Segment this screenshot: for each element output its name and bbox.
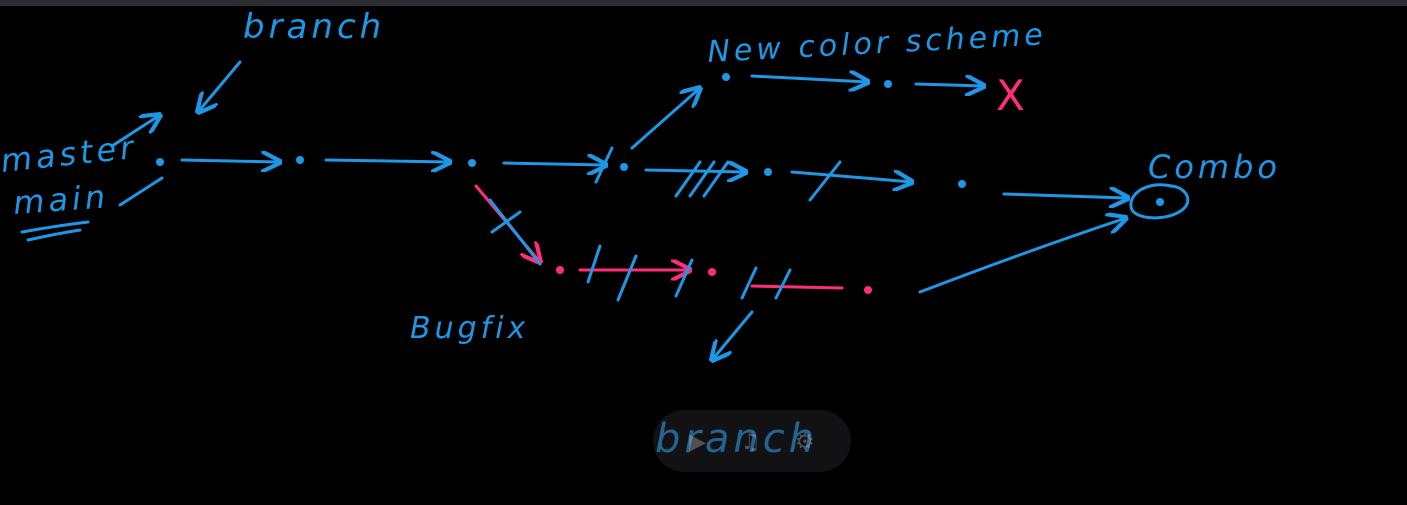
commit-dot-main-5 (764, 168, 772, 176)
main-underline-2 (26, 228, 82, 242)
strike-bugfix-3 (674, 258, 694, 298)
main-arrow-2 (324, 160, 450, 162)
label-main: main (12, 177, 110, 222)
strike-bugfix-2 (616, 254, 638, 302)
commit-dot-bugfix-1 (556, 266, 564, 274)
strike-bugfix-1 (586, 244, 602, 284)
bugfix-arrow-to-combo (918, 218, 1126, 294)
commit-dot-main-3 (468, 159, 476, 167)
label-new-color-scheme: New color scheme (707, 17, 1048, 70)
commit-dot-combo (1156, 198, 1164, 206)
strike-main-2 (674, 160, 702, 198)
commit-dot-main-2 (296, 156, 304, 164)
scheme-arrow-1 (750, 76, 868, 82)
main-arrow-to-combo (1002, 194, 1128, 198)
main-pointer-arrow (118, 176, 164, 207)
strike-main-1 (594, 146, 614, 184)
branch-bottom-pointer-arrow (712, 310, 754, 360)
main-arrow-4 (644, 170, 746, 172)
strike-main-3 (688, 160, 716, 198)
strike-main-5 (808, 160, 842, 202)
volume-icon[interactable]: ♫ (740, 429, 761, 455)
strike-bugfix-4 (740, 266, 758, 300)
main-arrow-3 (502, 163, 606, 165)
settings-icon[interactable]: ⚙ (794, 429, 815, 455)
master-pointer-arrow (110, 115, 160, 148)
main-underline (20, 220, 90, 234)
label-branch-bottom: branch (655, 416, 818, 462)
commit-dot-bugfix-2 (708, 268, 716, 276)
commit-dot-scheme-1 (722, 73, 730, 81)
commit-dot-main-6 (958, 180, 966, 188)
bugfix-arrow-2 (750, 284, 844, 290)
commit-dot-main-1 (156, 158, 164, 166)
label-branch-top: branch (243, 7, 385, 47)
commit-dot-bugfix-3 (864, 286, 872, 294)
video-playback-controls: ▶ ♫ ⚙ (672, 422, 832, 462)
branch-top-pointer-arrow (198, 60, 242, 112)
strike-main-4 (702, 160, 730, 198)
label-combo: Combo (1148, 148, 1281, 186)
window-top-bar (0, 0, 1407, 6)
scheme-arrow-2 (914, 84, 984, 86)
label-master: master (0, 128, 139, 180)
combo-circle (1129, 183, 1190, 220)
strike-bugfix-branch (490, 210, 522, 234)
commit-dot-scheme-2 (884, 80, 892, 88)
main-arrow-5 (790, 172, 912, 182)
commit-dot-main-4 (620, 163, 628, 171)
strike-bugfix-5 (774, 268, 792, 300)
video-playback-overlay[interactable] (653, 410, 851, 472)
cancel-x-mark: X (996, 71, 1025, 120)
main-arrow-1 (180, 160, 280, 162)
play-icon[interactable]: ▶ (689, 429, 707, 455)
branch-arrow-new-color-scheme (630, 88, 700, 150)
label-bugfix: Bugfix (410, 311, 529, 346)
bugfix-arrow-blue-under (488, 198, 542, 266)
